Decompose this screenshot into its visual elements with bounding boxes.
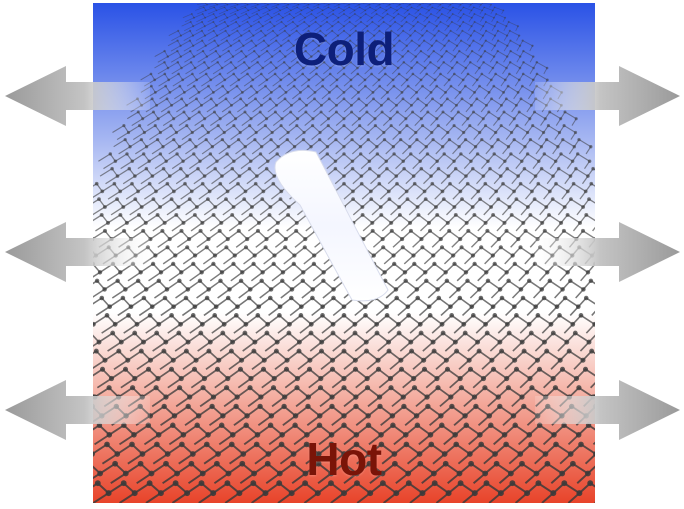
double-headed-arrow-icon bbox=[5, 66, 680, 126]
lattice-bonds bbox=[93, 3, 595, 503]
tension-arrows bbox=[5, 66, 680, 440]
cold-label: Cold bbox=[293, 23, 395, 75]
slit-crack-icon bbox=[274, 149, 389, 302]
double-headed-arrow-icon bbox=[5, 222, 680, 282]
hot-label: Hot bbox=[306, 433, 382, 485]
double-headed-arrow-icon bbox=[5, 380, 680, 440]
